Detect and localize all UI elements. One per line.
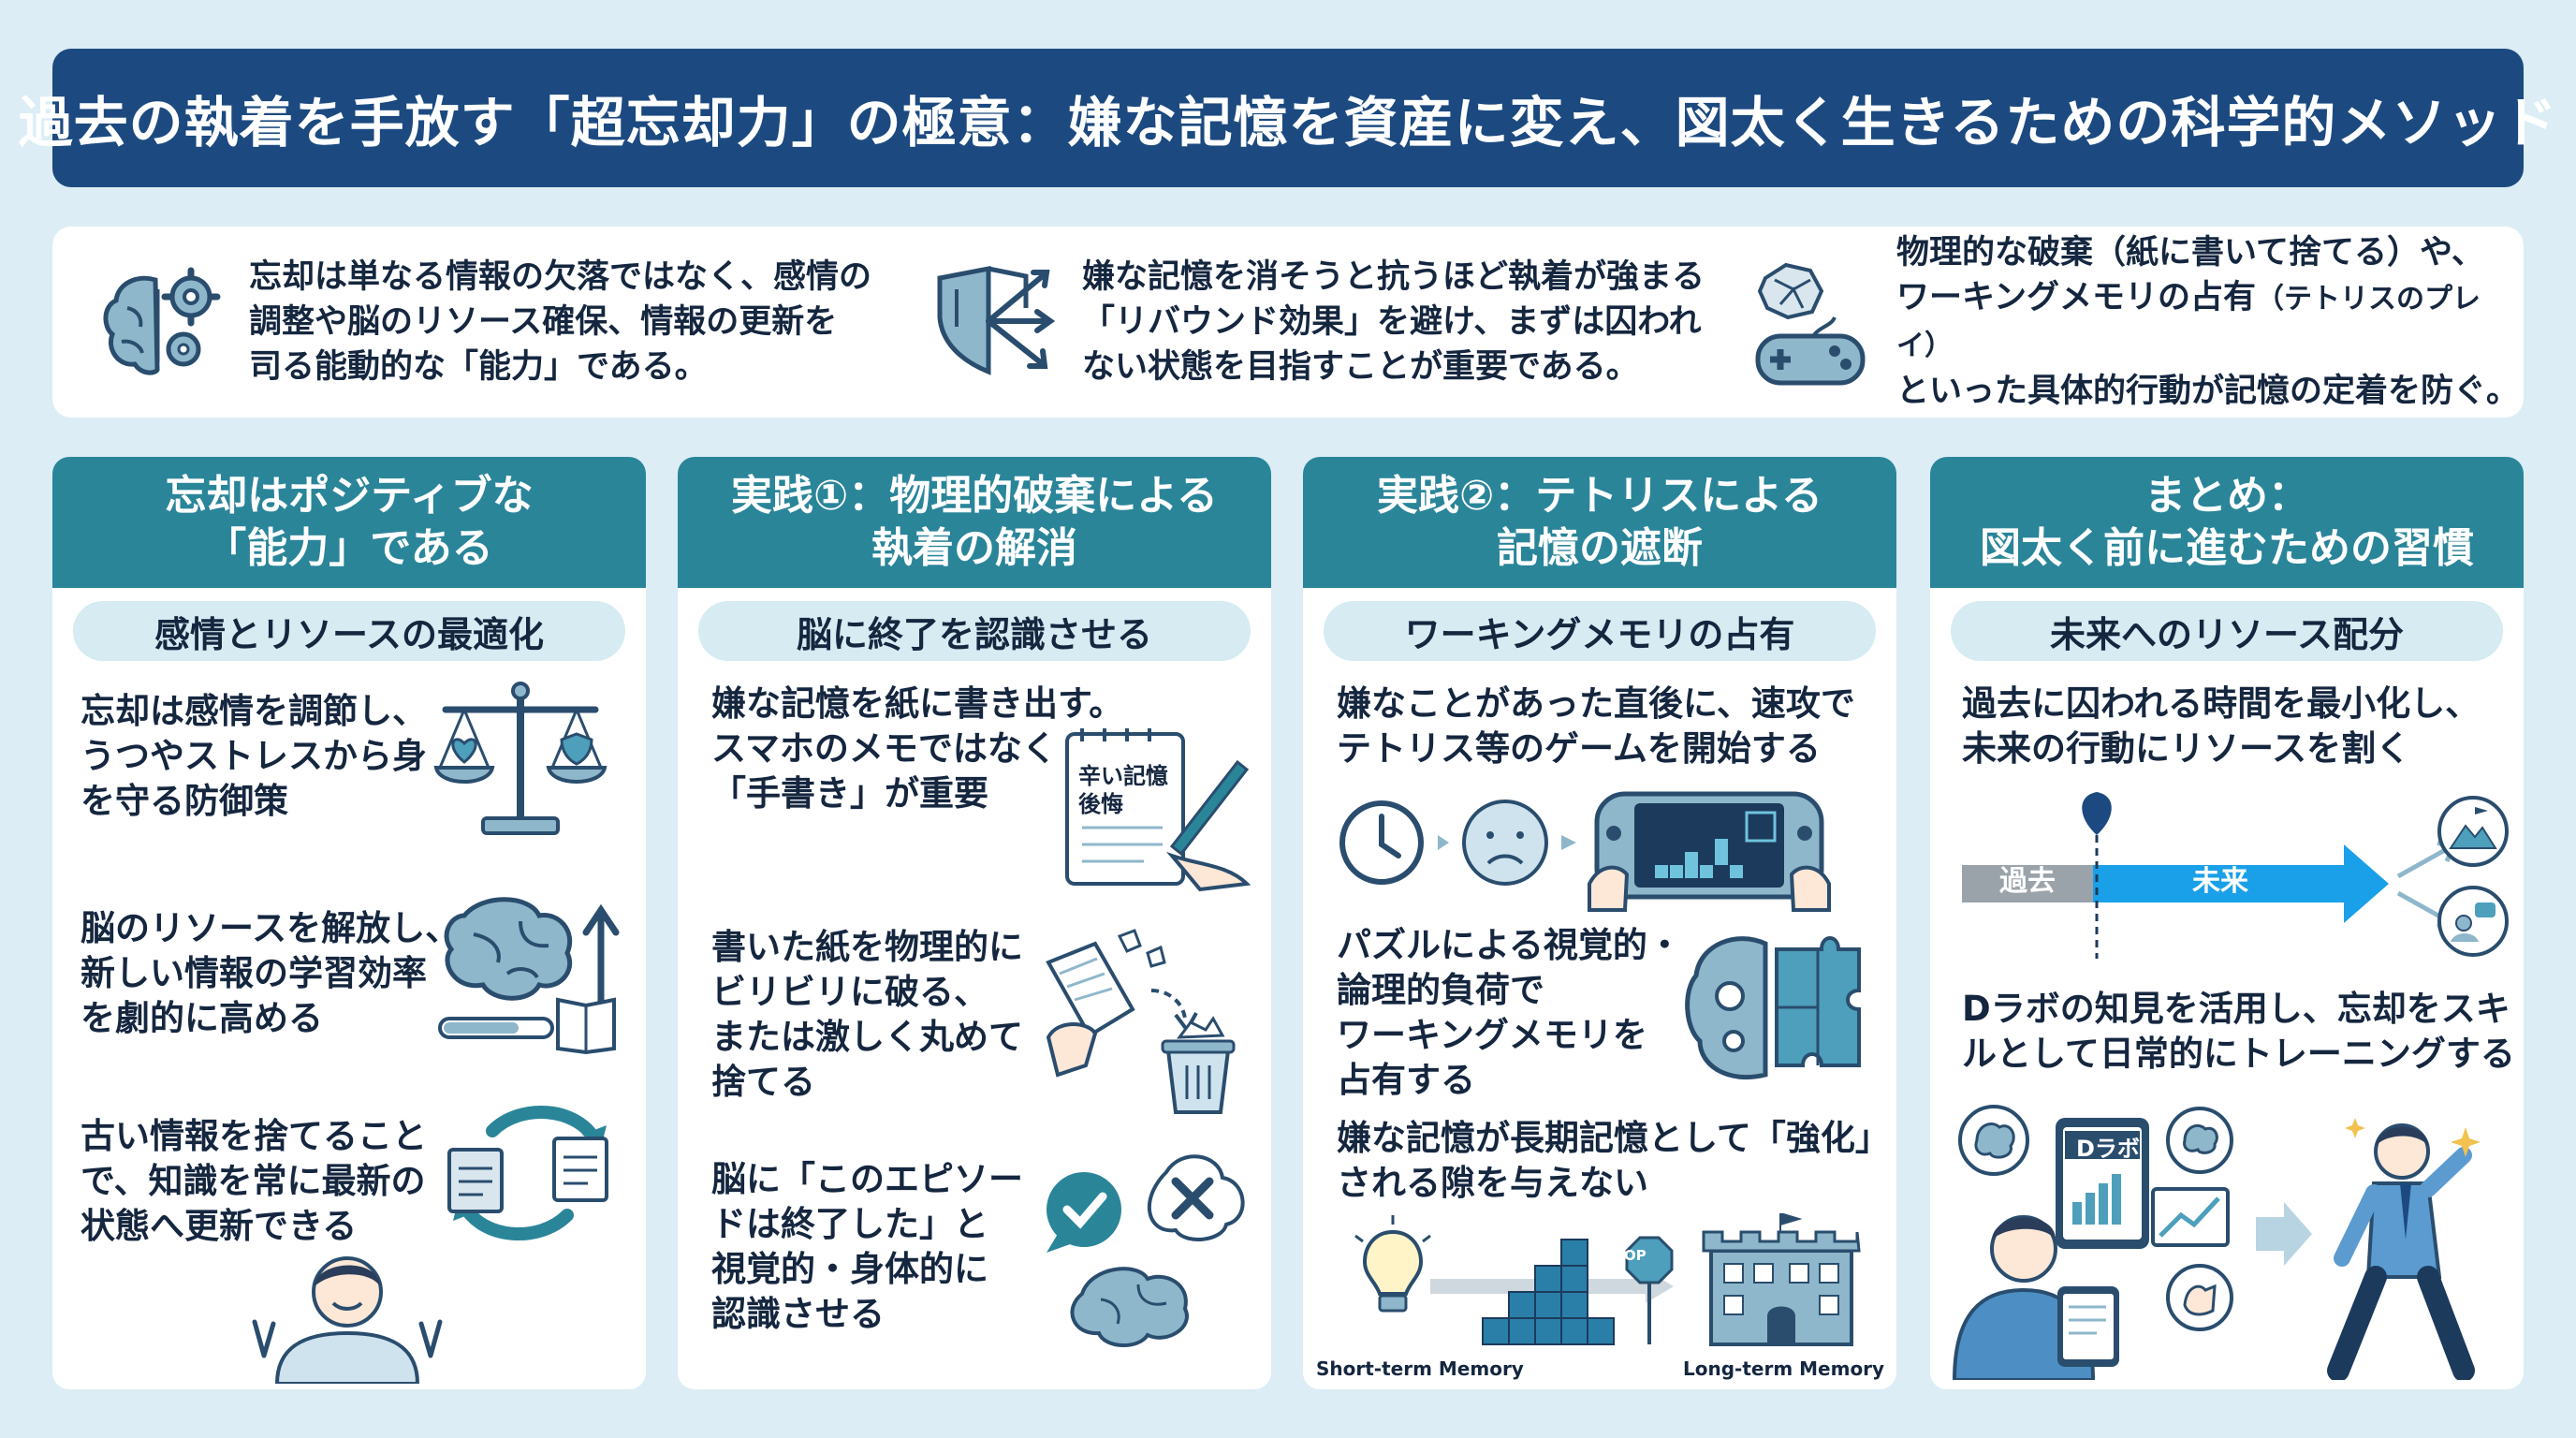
column-2-block-3: 脳に「このエピソー ドは終了した」と 視覚的・身体的に 認識させる [711,1159,1023,1334]
column-2-title-line-1: 実践①：物理的破棄による [731,472,1218,520]
summary-2-line-2: 「リバウンド効果」を避け、まずは囚われ [1082,303,1702,341]
column-4-block-1: 過去に囚われる時間を最小化し、 未来の行動にリソースを割く [1962,683,2481,769]
summary-panel: 忘却は単なる情報の欠落ではなく、感情の 調整や脳のリソース確保、情報の更新を 司… [52,227,2524,418]
summary-2-line-1: 嫌な記憶を消そうと抗うほど執着が強まる [1082,258,1705,296]
summary-1-line-3: 司る能動的な「能力」である。 [249,348,708,386]
column-3-header: 実践②：テトリスによる 記憶の遮断 [1303,457,1896,588]
timeline-future-label: 未来 [2192,865,2248,898]
summary-1-line-1: 忘却は単なる情報の欠落ではなく、感情の [249,258,872,296]
short-term-memory-label: Short-term Memory [1316,1357,1524,1380]
column-1-header: 忘却はポジティブな 「能力」である [52,457,646,588]
column-1-title-line-1: 忘却はポジティブな [165,472,534,520]
memory-block-diagram [1354,1213,1861,1346]
column-3-block-2: パズルによる視覚的・ 論理的負荷で ワーキングメモリを 占有する [1337,925,1682,1100]
page-title: 過去の執着を手放す「超忘却力」の極意：嫌な記憶を資産に変え、図太く生きるための科… [18,91,2558,154]
notepad-writing-icon [1065,728,1251,892]
long-term-memory-label: Long-term Memory [1683,1357,1885,1380]
column-3-block-1: 嫌なことがあった直後に、速攻で テトリス等のゲームを開始する [1337,683,1855,769]
column-4-title-line-2: 図太く前に進むための習慣 [1980,524,2474,572]
summary-1-line-2: 調整や脳のリソース確保、情報の更新を [249,303,838,341]
happy-person-icon [252,1256,443,1384]
refresh-cycle-icon [447,1106,608,1240]
column-2-subheading: 脳に終了を認識させる [698,601,1251,661]
shield-deflect-icon [937,265,1056,375]
note-text: 辛い記憶 後悔 [1078,763,1168,817]
column-4-subheading: 未来へのリソース配分 [1951,601,2503,661]
column-2-title-line-2: 執着の解消 [871,524,1077,572]
column-forgetting-ability: 忘却はポジティブな 「能力」である 感情とリソースの最適化 忘却は感情を調節し、… [52,457,646,1389]
column-2-header: 実践①：物理的破棄による 執着の解消 [678,457,1271,588]
column-3-title-line-1: 実践②：テトリスによる [1377,472,1822,520]
column-2-block-2: 書いた紙を物理的に ビリビリに破る、 または激しく丸めて 捨てる [711,927,1023,1102]
column-4-title-line-1: まとめ： [2144,472,2309,520]
clock-sad-game-icon [1339,791,1831,912]
column-physical-discard: 実践①：物理的破棄による 執着の解消 脳に終了を認識させる 嫌な記憶を紙に書き出… [678,457,1271,1389]
column-1-title-line-2: 「能力」である [205,524,493,572]
column-1-block-2: 脳のリソースを解放し、 新しい情報の学習効率 を劇的に高める [80,908,461,1038]
column-3-block-3: 嫌な記憶が長期記憶として「強化」 される隙を与えない [1337,1118,1890,1203]
brain-gear-icon [103,267,221,375]
past-future-timeline [1962,792,2509,959]
column-4-block-2: Dラボの知見を活用し、忘却をスキ ルとして日常的にトレーニングする [1962,989,2515,1074]
timeline-past-label: 過去 [1999,865,2056,898]
brain-upload-icon [438,897,620,1055]
scale-balance-icon [433,682,607,835]
summary-3-line-2a: ワーキングメモリの占有 [1896,279,2256,316]
torn-paper-trash-icon [1046,929,1236,1114]
column-1-block-3: 古い情報を捨てること で、知識を常に最新の 状態へ更新できる [80,1116,427,1246]
brain-check-cross-icon [1046,1154,1245,1348]
summary-3-line-2b: （テトリスのプレイ） [1896,283,2481,362]
summary-item-2: 嫌な記憶を消そうと抗うほど執着が強まる 「リバウンド効果」を避け、まずは囚われ … [923,227,1705,418]
summary-item-1: 忘却は単なる情報の欠落ではなく、感情の 調整や脳のリソース確保、情報の更新を 司… [90,227,871,418]
brain-puzzle-icon [1685,936,1861,1080]
summary-3-line-3: といった具体的行動が記憶の定着を防ぐ。 [1896,373,2520,410]
column-summary: まとめ： 図太く前に進むための習慣 未来へのリソース配分 過去に囚われる時間を最… [1930,457,2524,1389]
column-1-block-1: 忘却は感情を調節し、 うつやストレスから身 を守る防御策 [80,691,427,821]
summary-3-line-1: 物理的な破棄（紙に書いて捨てる）や、 [1896,234,2484,271]
column-3-title-line-2: 記憶の遮断 [1497,524,1703,572]
column-3-subheading: ワーキングメモリの占有 [1324,601,1876,661]
column-2-block-1: 嫌な記憶を紙に書き出す。 スマホのメモではなく 「手書き」が重要 [711,683,1124,814]
stop-sign-label: STOP [1604,1247,1647,1264]
column-tetris: 実践②：テトリスによる 記憶の遮断 ワーキングメモリの占有 嫌なことがあった直後… [1303,457,1896,1389]
column-1-subheading: 感情とリソースの最適化 [73,601,625,661]
summary-2-line-3: ない状態を目指すことが重要である。 [1082,348,1639,386]
dlab-training-illustration [1953,1105,2481,1380]
summary-item-3: 物理的な破棄（紙に書いて捨てる）や、 ワーキングメモリの占有（テトリスのプレイ）… [1737,227,2524,418]
column-4-header: まとめ： 図太く前に進むための習慣 [1930,457,2524,588]
title-banner: 過去の執着を手放す「超忘却力」の極意：嫌な記憶を資産に変え、図太く生きるための科… [19,49,2556,187]
dlab-tablet-label: Dラボ [2076,1136,2140,1162]
paper-ball-gamepad-icon [1755,262,1866,386]
